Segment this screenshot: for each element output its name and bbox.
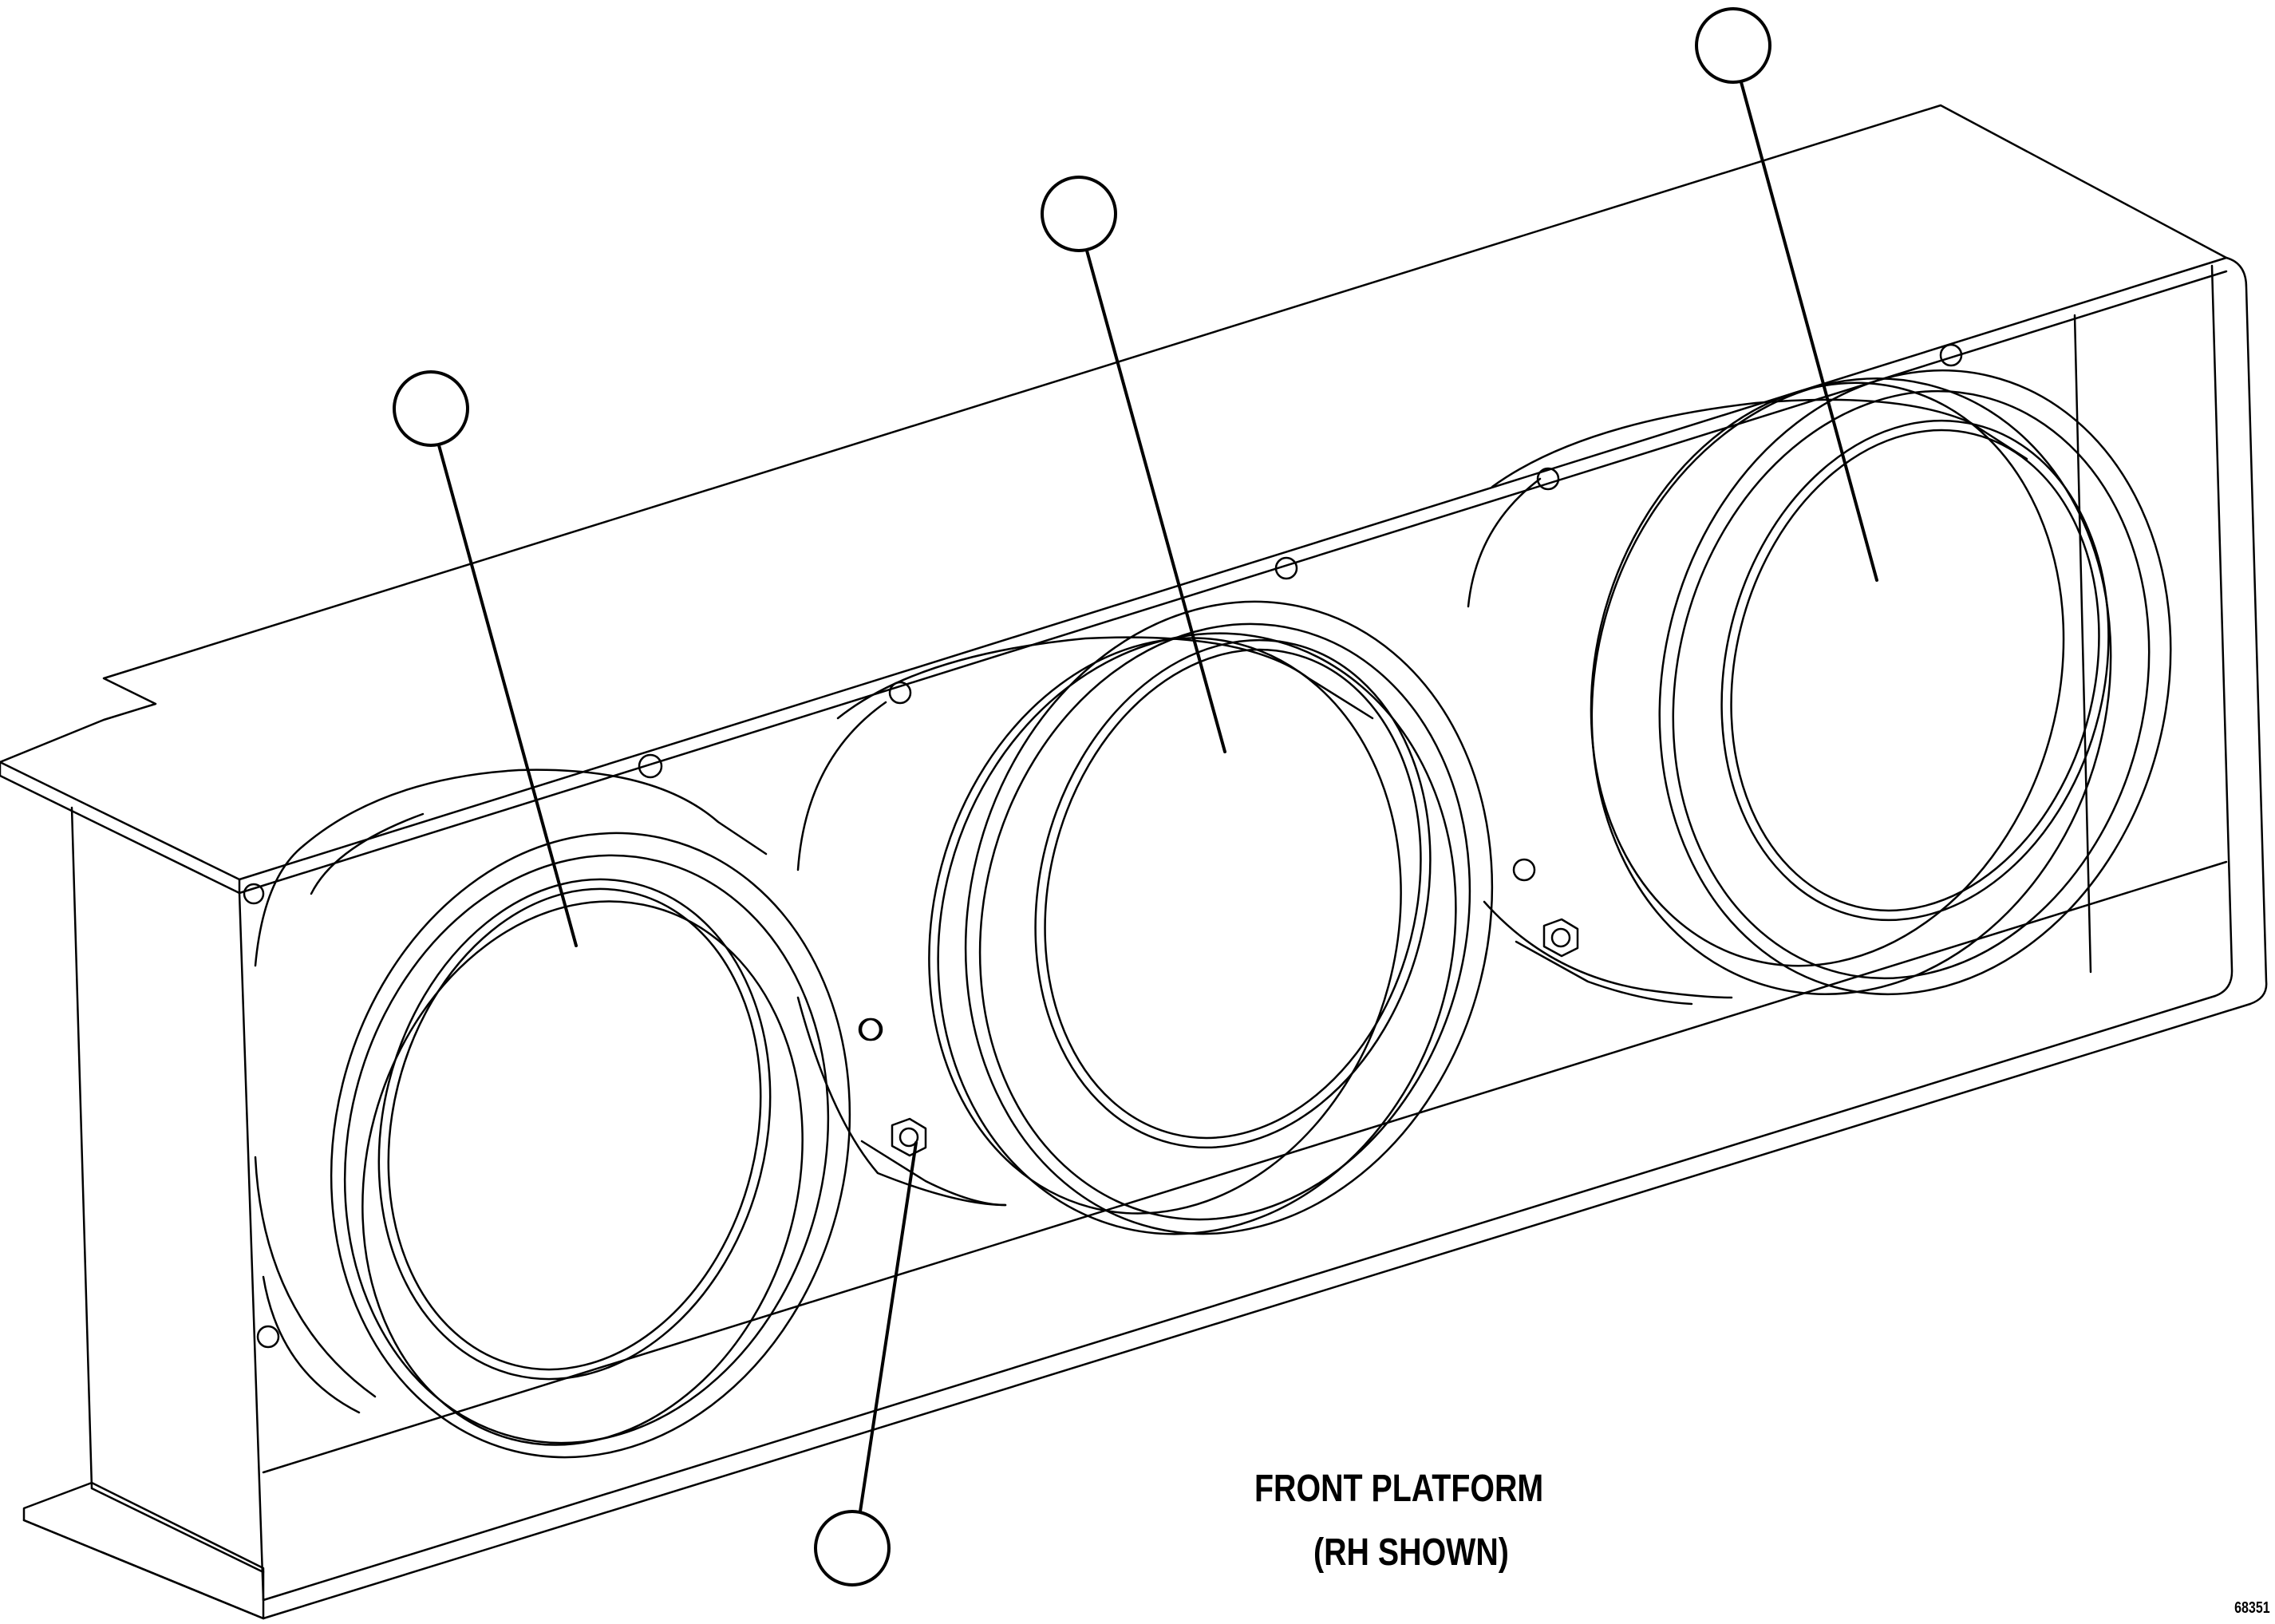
center-lamp-bolt xyxy=(859,1017,883,1041)
lamp-housing-panel xyxy=(0,104,2268,1620)
right-lamp-bezel xyxy=(1658,369,2172,996)
left-lamp-bezel xyxy=(330,832,851,1459)
figure-caption-subtitle: (RH SHOWN) xyxy=(1313,1531,1509,1574)
right-lamp-lens xyxy=(1720,419,2110,922)
figure-number: 68351 xyxy=(2234,1599,2271,1617)
left-lamp-lens xyxy=(377,878,772,1381)
callout-right-lamp xyxy=(1695,7,1878,582)
left-lamp-bolt xyxy=(256,1325,280,1349)
mounting-hex-nut xyxy=(891,1117,927,1157)
right-lamp-assembly xyxy=(1467,343,2172,1006)
left-lamp-bolt xyxy=(638,753,663,779)
callout-left-lamp xyxy=(393,370,578,947)
callout-mounting-nut xyxy=(814,1141,918,1586)
figure-caption-title: FRONT PLATFORM xyxy=(1254,1468,1544,1510)
center-lamp-assembly xyxy=(796,556,1494,1235)
right-lamp-bolt xyxy=(1512,858,1536,882)
right-lamp-bolt xyxy=(1939,343,1963,367)
center-lamp-lens xyxy=(1034,638,1432,1149)
callout-center-lamp xyxy=(1041,176,1226,753)
left-lamp-bolt xyxy=(243,883,265,905)
left-lamp-assembly xyxy=(243,753,882,1459)
right-lamp-bolt xyxy=(1536,467,1560,491)
center-lamp-bolt xyxy=(1274,556,1298,580)
center-lamp-bezel xyxy=(964,600,1494,1235)
mounting-hex-nut xyxy=(1542,918,1579,958)
center-lamp-bolt xyxy=(888,681,912,705)
left-lamp-bolt xyxy=(858,1017,882,1041)
